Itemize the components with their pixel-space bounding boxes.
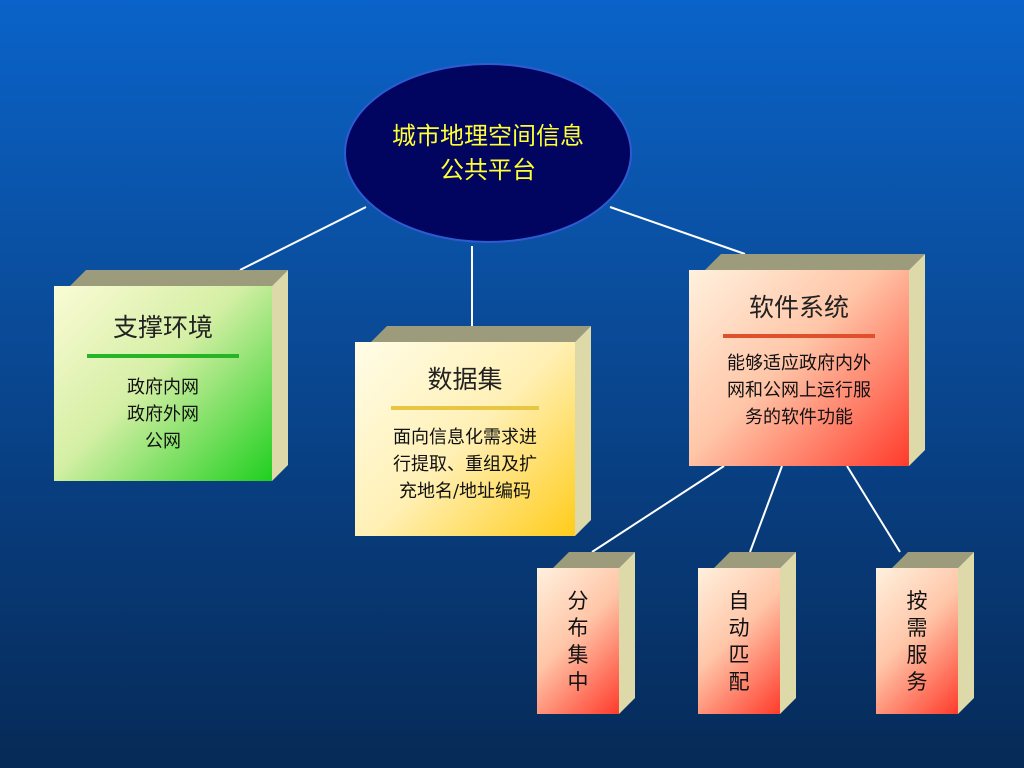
dataset-description: 面向信息化需求进 行提取、重组及扩 充地名/地址编码 bbox=[393, 424, 537, 505]
leaf-label-on-demand: 按需服务 bbox=[906, 589, 928, 694]
leaf-label-distributed: 分布集中 bbox=[567, 589, 589, 694]
software-description-line-2: 网和公网上运行服 bbox=[727, 380, 871, 401]
box-side-face bbox=[780, 552, 796, 714]
leaf-label-auto-match: 自动匹配 bbox=[728, 589, 750, 694]
connector-root-support bbox=[239, 206, 367, 271]
support-environment-face: 支撑环境 政府内网 政府外网 公网 bbox=[54, 286, 272, 481]
dataset-face: 数据集 面向信息化需求进 行提取、重组及扩 充地名/地址编码 bbox=[355, 342, 575, 536]
leaf-face: 自动匹配 bbox=[698, 568, 780, 714]
software-system-title: 软件系统 bbox=[748, 293, 849, 322]
leaf-box-auto-match: 自动匹配 bbox=[698, 552, 796, 714]
dataset-title: 数据集 bbox=[427, 365, 503, 394]
box-top-face bbox=[705, 254, 925, 270]
software-system-description: 能够适应政府内外 网和公网上运行服 务的软件功能 bbox=[727, 350, 871, 431]
dataset-description-line-3: 充地名/地址编码 bbox=[398, 481, 532, 502]
support-environment-items: 政府内网 政府外网 公网 bbox=[127, 374, 199, 455]
software-description-line-3: 务的软件功能 bbox=[745, 407, 853, 428]
support-item-intranet: 政府内网 bbox=[127, 377, 199, 398]
root-title-line-2: 公共平台 bbox=[440, 156, 536, 184]
leaf-box-distributed: 分布集中 bbox=[537, 552, 635, 714]
dataset-description-line-2: 行提取、重组及扩 bbox=[393, 454, 537, 475]
root-node: 城市地理空间信息 公共平台 bbox=[344, 63, 632, 243]
connector-software-leaf-1 bbox=[591, 465, 725, 553]
box-top-face bbox=[553, 552, 635, 568]
box-side-face bbox=[619, 552, 635, 714]
connector-software-leaf-3 bbox=[846, 465, 901, 553]
support-environment-title: 支撑环境 bbox=[112, 313, 213, 342]
support-item-internet: 公网 bbox=[145, 431, 181, 452]
box-side-face bbox=[575, 326, 591, 536]
software-system-face: 软件系统 能够适应政府内外 网和公网上运行服 务的软件功能 bbox=[689, 270, 909, 466]
box-top-face bbox=[714, 552, 796, 568]
connector-root-software bbox=[609, 206, 746, 255]
box-side-face bbox=[272, 270, 288, 481]
leaf-face: 按需服务 bbox=[876, 568, 958, 714]
dataset-description-line-1: 面向信息化需求进 bbox=[393, 427, 537, 448]
box-top-face bbox=[371, 326, 591, 342]
title-underline bbox=[391, 406, 539, 410]
title-underline bbox=[723, 334, 875, 338]
connector-software-leaf-2 bbox=[749, 465, 783, 553]
software-description-line-1: 能够适应政府内外 bbox=[727, 353, 871, 374]
box-top-face bbox=[892, 552, 974, 568]
box-side-face bbox=[909, 254, 925, 466]
dataset-box: 数据集 面向信息化需求进 行提取、重组及扩 充地名/地址编码 bbox=[355, 326, 591, 536]
box-top-face bbox=[70, 270, 288, 286]
root-title-line-1: 城市地理空间信息 bbox=[392, 122, 584, 150]
box-side-face bbox=[958, 552, 974, 714]
support-item-extranet: 政府外网 bbox=[127, 404, 199, 425]
leaf-face: 分布集中 bbox=[537, 568, 619, 714]
software-system-box: 软件系统 能够适应政府内外 网和公网上运行服 务的软件功能 bbox=[689, 254, 925, 466]
title-underline bbox=[87, 354, 239, 358]
support-environment-box: 支撑环境 政府内网 政府外网 公网 bbox=[54, 270, 288, 481]
leaf-box-on-demand: 按需服务 bbox=[876, 552, 974, 714]
